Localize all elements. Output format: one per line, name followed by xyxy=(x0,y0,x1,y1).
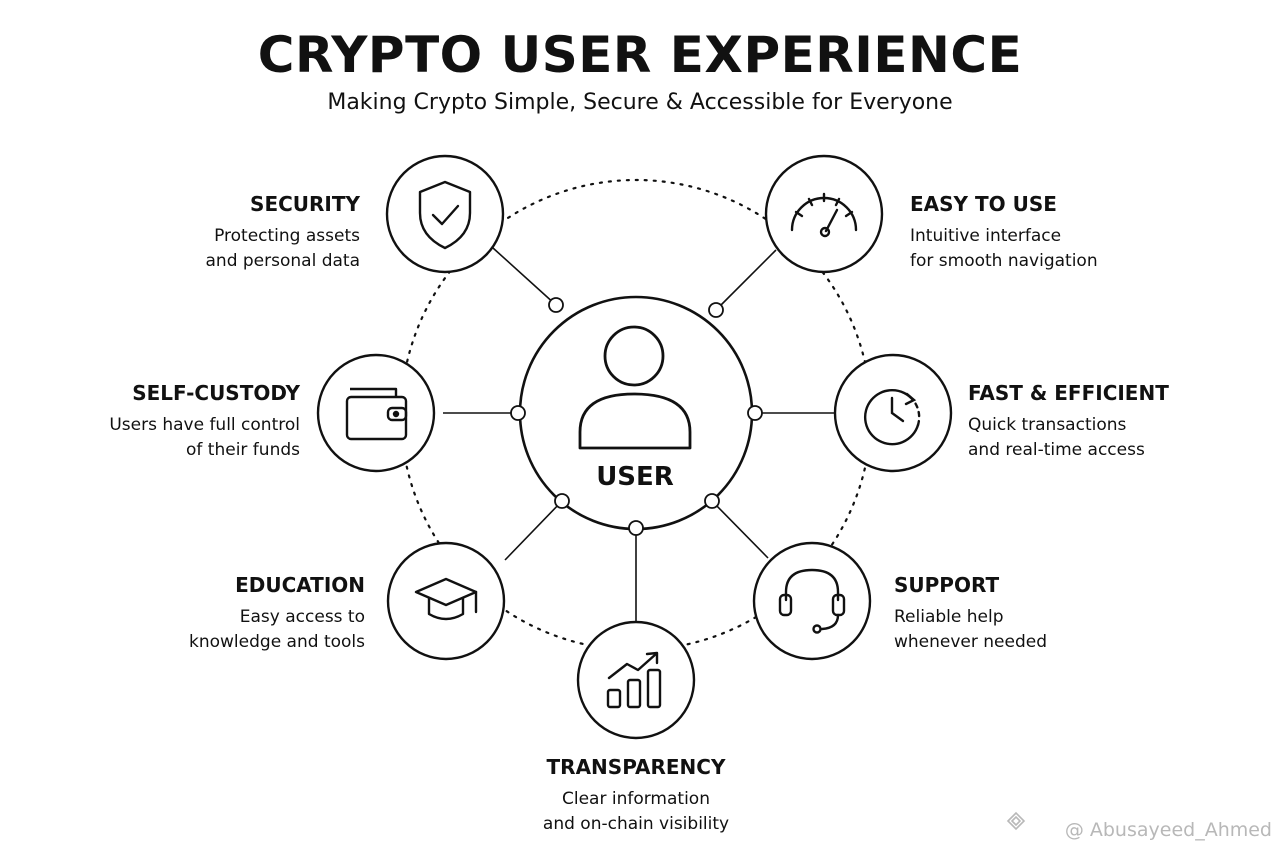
self-custody-circle xyxy=(316,353,436,473)
connector-nodes xyxy=(510,297,763,536)
security-circle xyxy=(385,154,505,274)
transparency-desc-line2: and on-chain visibility xyxy=(542,814,730,834)
fast-efficient-block: FAST & EFFICIENT Quick transactions and … xyxy=(968,381,1268,463)
transparency-desc-line1: Clear information xyxy=(562,789,710,809)
easy-to-use-circle xyxy=(764,154,884,274)
node-support xyxy=(704,493,720,509)
clock-icon xyxy=(863,389,921,446)
self-custody-heading: SELF-CUSTODY xyxy=(132,381,300,405)
easy-to-use-heading: EASY TO USE xyxy=(910,192,1057,216)
easy-to-use-desc-line1: Intuitive interface xyxy=(910,226,1062,246)
node-fast-efficient xyxy=(747,405,763,421)
fast-efficient-desc-line2: and real-time access xyxy=(968,440,1145,460)
headset-icon xyxy=(778,568,846,634)
support-circle xyxy=(752,541,872,661)
node-self-custody xyxy=(510,405,526,421)
wallet-icon xyxy=(345,387,408,441)
education-desc-line1: Easy access to xyxy=(239,607,365,627)
easy-to-use-desc-line2: for smooth navigation xyxy=(910,251,1098,271)
transparency-block: TRANSPARENCY Clear information and on-ch… xyxy=(486,755,786,837)
page-title: CRYPTO USER EXPERIENCE xyxy=(257,26,1023,84)
connector-support xyxy=(711,500,769,559)
user-icon xyxy=(578,325,692,450)
education-block: EDUCATION Easy access to knowledge and t… xyxy=(65,573,365,655)
page-subtitle: Making Crypto Simple, Secure & Accessibl… xyxy=(327,90,953,115)
graduation-cap-icon xyxy=(414,577,478,621)
transparency-heading: TRANSPARENCY xyxy=(546,755,726,779)
node-security xyxy=(548,297,564,313)
growth-chart-icon xyxy=(606,651,662,709)
connector-education xyxy=(504,500,563,561)
shield-check-icon xyxy=(418,180,472,250)
support-heading: SUPPORT xyxy=(894,573,1000,597)
fast-efficient-desc-line1: Quick transactions xyxy=(968,415,1127,435)
connector-security xyxy=(492,247,557,306)
fast-efficient-heading: FAST & EFFICIENT xyxy=(968,381,1169,405)
watermark-text: @ Abusayeed_Ahmed xyxy=(1064,819,1272,841)
support-block: SUPPORT Reliable help whenever needed xyxy=(894,573,1194,655)
education-heading: EDUCATION xyxy=(235,573,365,597)
node-transparency xyxy=(628,520,644,536)
connector-lines xyxy=(443,247,835,622)
security-desc-line1: Protecting assets xyxy=(214,226,360,246)
easy-to-use-block: EASY TO USE Intuitive interface for smoo… xyxy=(910,192,1210,274)
education-circle xyxy=(386,541,506,661)
feature-circles xyxy=(316,154,953,740)
watermark: @ Abusayeed_Ahmed xyxy=(1065,819,1272,841)
node-easy-to-use xyxy=(708,302,724,318)
security-desc-line2: and personal data xyxy=(205,251,361,271)
support-desc-line2: whenever needed xyxy=(894,632,1048,652)
user-center-circle xyxy=(518,295,754,531)
diamond-logo-icon xyxy=(1006,811,1026,831)
connector-easy-to-use xyxy=(715,249,777,311)
security-block: SECURITY Protecting assets and personal … xyxy=(60,192,361,274)
self-custody-desc-line2: of their funds xyxy=(186,440,300,460)
education-desc-line2: knowledge and tools xyxy=(189,632,365,652)
security-heading: SECURITY xyxy=(250,192,360,216)
node-education xyxy=(554,493,570,509)
user-label: USER xyxy=(596,462,674,492)
self-custody-block: SELF-CUSTODY Users have full control of … xyxy=(0,381,300,463)
self-custody-desc-line1: Users have full control xyxy=(109,415,300,435)
support-desc-line1: Reliable help xyxy=(894,607,1004,627)
speedometer-icon xyxy=(790,192,858,238)
